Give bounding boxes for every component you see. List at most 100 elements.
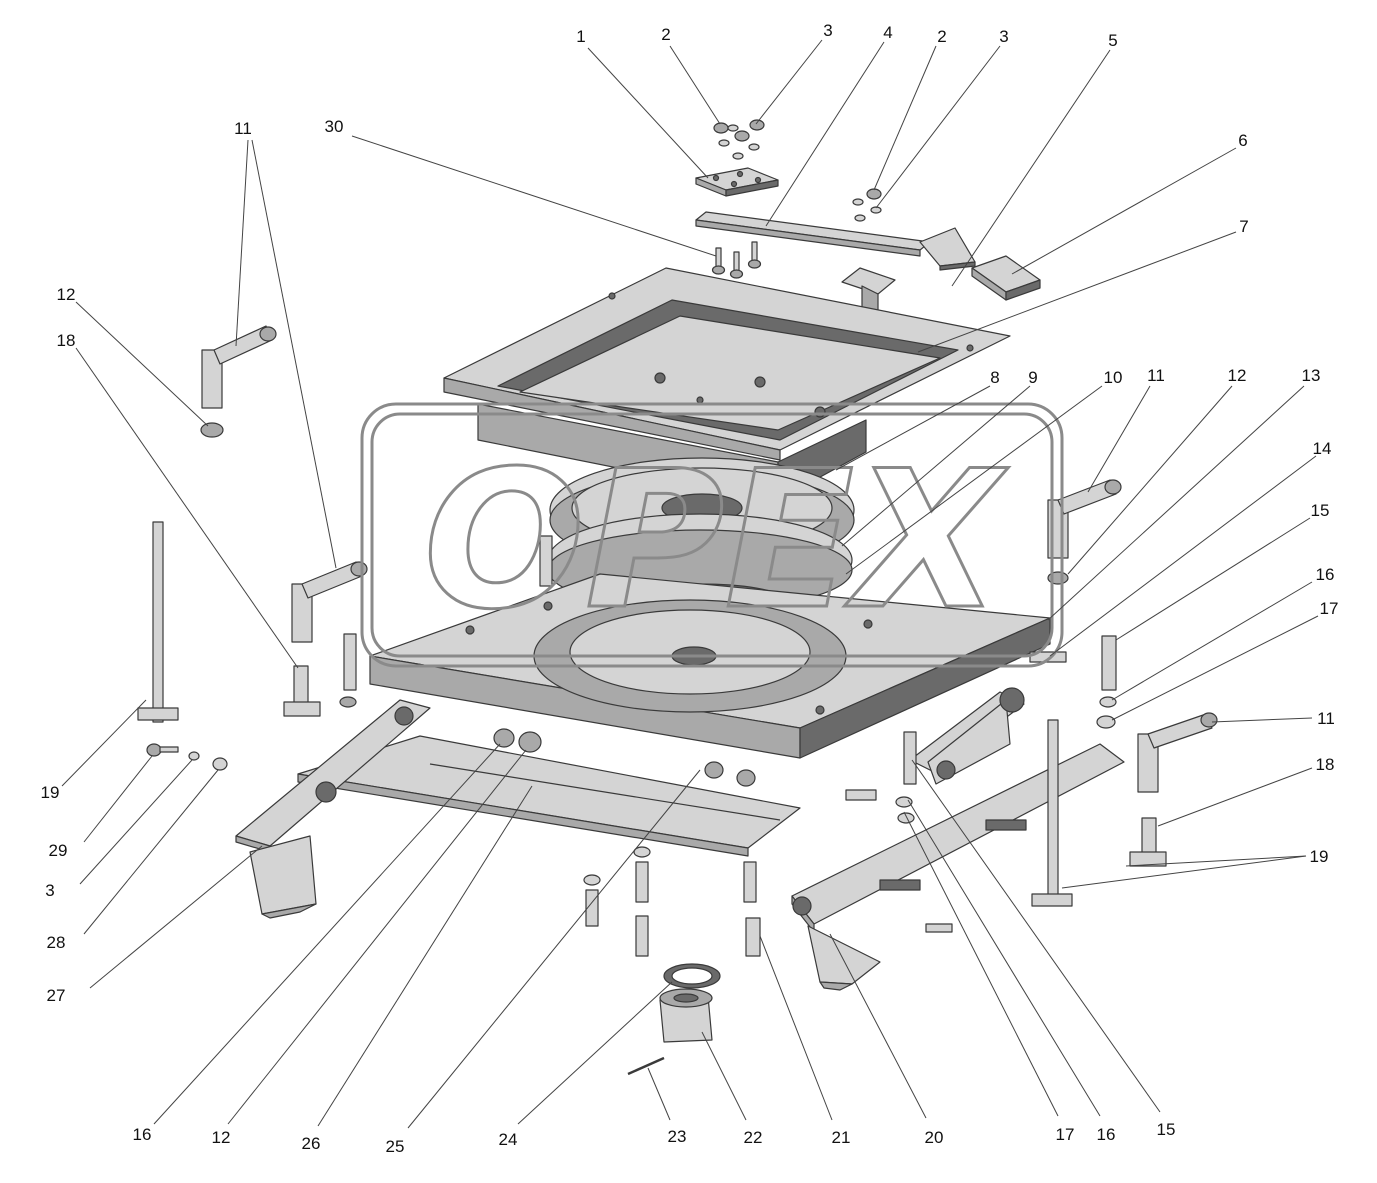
- part-4-strap: [695, 211, 976, 271]
- right-rail: [909, 687, 1025, 785]
- callout-16b: 16: [133, 743, 501, 1144]
- callout-label-11c: 11: [1317, 709, 1335, 728]
- callout-10: 10: [845, 368, 1123, 575]
- callout-6: 6: [1011, 131, 1248, 275]
- callout-29: 29: [49, 755, 153, 860]
- callout-22: 22: [701, 1031, 763, 1147]
- callout-label-15a: 15: [1311, 501, 1330, 520]
- callout-8: 8: [835, 368, 1000, 471]
- part-12-16-26-nuts: [339, 535, 756, 787]
- part-6-pad: [971, 255, 1041, 301]
- callout-18b: 18: [1157, 755, 1334, 827]
- callout-12c: 12: [212, 749, 527, 1147]
- callout-label-16b: 16: [133, 1125, 152, 1144]
- part-23-cotter-pin: [627, 1056, 665, 1076]
- callout-24: 24: [499, 981, 673, 1149]
- callout-25: 25: [386, 769, 701, 1156]
- callout-label-20: 20: [925, 1128, 944, 1147]
- callout-11c: 11: [1211, 709, 1335, 728]
- callout-label-5: 5: [1108, 31, 1117, 50]
- part-11-handle-right-lower: [1137, 712, 1218, 793]
- callout-28: 28: [47, 769, 219, 952]
- callout-2a: 2: [661, 25, 721, 125]
- callout-label-12a: 12: [57, 285, 76, 304]
- callout-19b: 19: [1061, 847, 1329, 889]
- callout-7: 7: [917, 217, 1249, 353]
- part-19-rod-right: [1031, 719, 1073, 907]
- callout-30: 30: [325, 117, 717, 257]
- part-29-3-28-fasteners: [146, 743, 228, 771]
- callout-label-1: 1: [576, 27, 585, 46]
- callout-label-7: 7: [1239, 217, 1248, 236]
- callout-label-3b: 3: [999, 27, 1008, 46]
- part-24-ring: [663, 963, 721, 989]
- callout-label-18a: 18: [57, 331, 76, 350]
- callout-3c: 3: [45, 759, 193, 900]
- callout-15b: 15: [911, 759, 1176, 1139]
- callout-label-25: 25: [386, 1137, 405, 1156]
- callout-1: 1: [576, 27, 709, 179]
- callout-14: 14: [1049, 439, 1332, 657]
- callout-label-2a: 2: [661, 25, 670, 44]
- callout-9: 9: [841, 368, 1038, 547]
- callout-label-3a: 3: [823, 21, 832, 40]
- callout-label-17a: 17: [1320, 599, 1339, 618]
- callout-13: 13: [1047, 366, 1320, 621]
- callout-5: 5: [951, 31, 1118, 287]
- watermark-opex: OPEX: [360, 402, 1064, 668]
- callout-16c: 16: [907, 799, 1116, 1144]
- callout-label-15b: 15: [1157, 1120, 1176, 1139]
- part-18-pin-left: [283, 665, 321, 717]
- callout-12a: 12: [57, 285, 209, 427]
- callout-17a: 17: [1111, 599, 1339, 721]
- callout-label-12b: 12: [1228, 366, 1247, 385]
- callout-label-9: 9: [1028, 368, 1037, 387]
- part-11-handle-top-left: [200, 325, 277, 438]
- callout-label-6: 6: [1238, 131, 1247, 150]
- part-14-base-plate: [369, 573, 1051, 759]
- watermark-text: OPEX: [423, 430, 1009, 651]
- callout-label-8: 8: [990, 368, 999, 387]
- callout-label-4: 4: [883, 23, 892, 42]
- callout-18a: 18: [57, 331, 299, 669]
- callout-label-27: 27: [47, 986, 66, 1005]
- callout-3b: 3: [875, 27, 1009, 209]
- callout-label-16a: 16: [1316, 565, 1335, 584]
- part-1-plate: [695, 167, 779, 197]
- callout-17b: 17: [903, 811, 1074, 1144]
- callout-2b: 2: [873, 27, 947, 191]
- callout-4: 4: [765, 23, 893, 227]
- callout-label-3c: 3: [45, 881, 54, 900]
- callout-label-19b: 19: [1310, 847, 1329, 866]
- callout-label-10: 10: [1104, 368, 1123, 387]
- callout-15a: 15: [1115, 501, 1330, 641]
- callout-label-26: 26: [302, 1134, 321, 1153]
- callout-label-14: 14: [1313, 439, 1332, 458]
- callout-27: 27: [47, 845, 263, 1005]
- part-20-right-bracket: [791, 743, 1125, 991]
- callout-label-16c: 16: [1097, 1125, 1116, 1144]
- callout-label-21: 21: [832, 1128, 851, 1147]
- callout-11a: 11: [234, 119, 337, 569]
- part-18-pin-right: [1129, 817, 1167, 867]
- callout-19a: 19: [41, 699, 147, 802]
- callouts-layer: 1 2 3 4 2 3 5 6 7 30 11 12 18 8 9 10 11 …: [41, 21, 1339, 1156]
- callout-26: 26: [302, 785, 533, 1153]
- callout-label-12c: 12: [212, 1128, 231, 1147]
- callout-3a: 3: [755, 21, 833, 125]
- callout-label-28: 28: [47, 933, 66, 952]
- callout-label-24: 24: [499, 1130, 518, 1149]
- callout-20: 20: [829, 933, 944, 1147]
- callout-label-11a: 11: [234, 119, 252, 138]
- callout-label-29: 29: [49, 841, 68, 860]
- part-19-rod-left: [137, 521, 179, 723]
- part-27-left-bracket: [235, 699, 431, 919]
- callout-21: 21: [759, 935, 851, 1147]
- callout-label-2b: 2: [937, 27, 946, 46]
- part-30-bolts: [711, 241, 762, 279]
- callout-label-22: 22: [744, 1128, 763, 1147]
- callout-11b: 11: [1087, 366, 1165, 493]
- part-11-handle-mid-left: [291, 561, 368, 643]
